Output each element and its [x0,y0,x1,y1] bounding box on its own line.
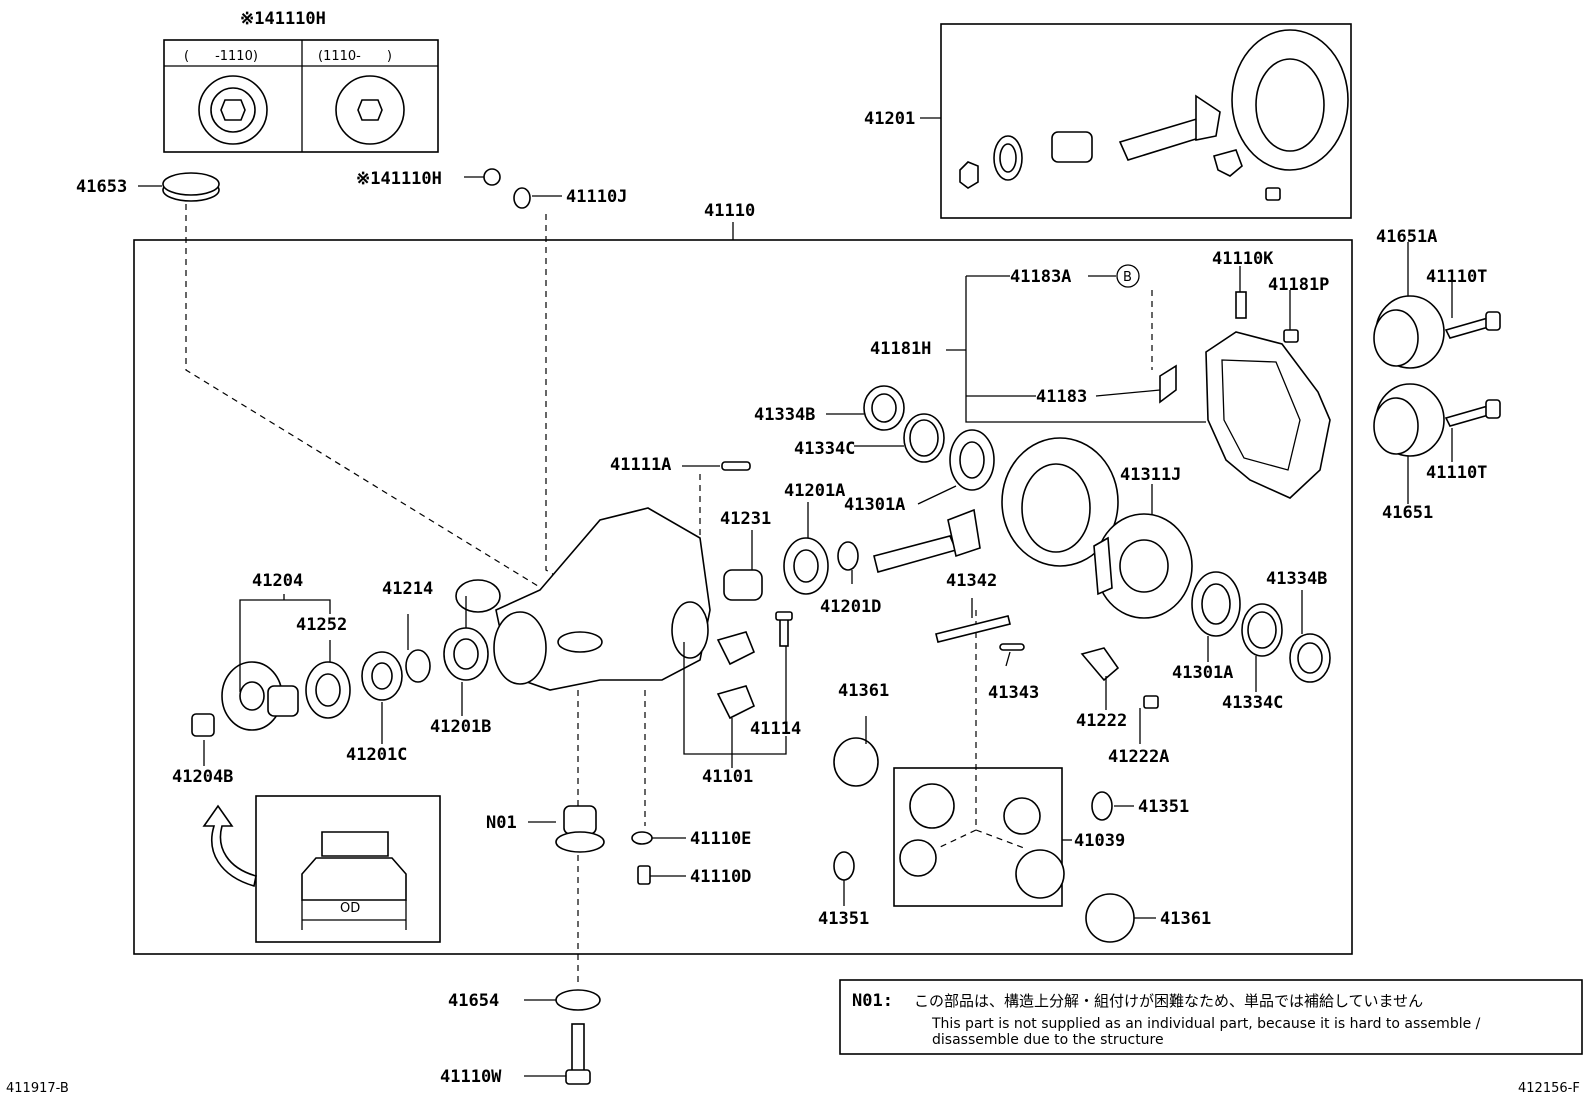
label-41361-a: 41361 [838,681,889,701]
label-41222a: 41222A [1108,747,1169,767]
label-41651: 41651 [1382,503,1433,523]
label-41301a-a: 41301A [844,495,905,515]
label-od: OD [340,901,360,916]
label-41110d: 41110D [690,867,751,887]
label-41361-b: 41361 [1160,909,1211,929]
label-41351-b: 41351 [818,909,869,929]
label-41181p: 41181P [1268,275,1329,295]
label-41201: 41201 [864,109,915,129]
label-41342: 41342 [946,571,997,591]
label-41252: 41252 [296,615,347,635]
circle-b [1116,264,1140,288]
label-41110: 41110 [704,201,755,221]
note-english-line2: disassemble due to the structure [932,1032,1164,1048]
bracket-41181h [965,276,1206,423]
label-41351-a: 41351 [1138,797,1189,817]
label-41653: 41653 [76,177,127,197]
inset-41110h [163,39,439,153]
label-41110j: 41110J [566,187,627,207]
label-41334c-a: 41334C [794,439,855,459]
label-41110k: 41110K [1212,249,1274,269]
label-41110w: 41110W [440,1067,502,1087]
note-box [839,979,1583,1055]
leader-lines [138,117,1453,1077]
label-41101: 41101 [702,767,753,787]
label-41214: 41214 [382,579,433,599]
label-range-left: ( -1110) [184,49,258,64]
label-41110h: ※141110H [356,169,442,189]
figure-id-right: 412156-F [1518,1081,1580,1096]
label-41110e: 41110E [690,829,751,849]
note-japanese: この部品は、構造上分解・組付けが困難なため、単品では補給していません [914,992,1423,1010]
label-41201c: 41201C [346,745,407,765]
part-rear-cover-shape [1205,331,1331,499]
label-41110h-top: ※141110H [240,9,326,29]
label-41204: 41204 [252,571,303,591]
label-41110t-a: 41110T [1426,267,1487,287]
figure-id-left: 411917-B [6,1081,69,1096]
label-41301a-b: 41301A [1172,663,1233,683]
box-od-detail [255,795,441,943]
label-41181h: 41181H [870,339,931,359]
label-41183: 41183 [1036,387,1087,407]
label-41222: 41222 [1076,711,1127,731]
label-41183a: 41183A [1010,267,1071,287]
label-41343: 41343 [988,683,1039,703]
label-41201a: 41201A [784,481,845,501]
label-41231: 41231 [720,509,771,529]
label-41111a: 41111A [610,455,671,475]
label-n01: N01 [486,813,517,833]
label-range-right: (1110- ) [318,49,392,64]
label-41201b: 41201B [430,717,491,737]
label-41334c-b: 41334C [1222,693,1283,713]
label-41114: 41114 [750,719,801,739]
label-41311j: 41311J [1120,465,1181,485]
note-english-line1: This part is not supplied as an individu… [931,1016,1481,1032]
box-41039 [893,767,1063,907]
label-41204b: 41204B [172,767,233,787]
label-41039: 41039 [1074,831,1125,851]
box-41110 [133,239,1353,955]
box-41201 [940,23,1352,219]
label-41110t-b: 41110T [1426,463,1487,483]
note-code: N01: [852,991,893,1011]
label-41201d: 41201D [820,597,881,617]
label-circle-b: B [1123,270,1132,285]
label-41654: 41654 [448,991,499,1011]
label-41651a: 41651A [1376,227,1437,247]
label-41334b-a: 41334B [754,405,815,425]
label-41334b-b: 41334B [1266,569,1327,589]
